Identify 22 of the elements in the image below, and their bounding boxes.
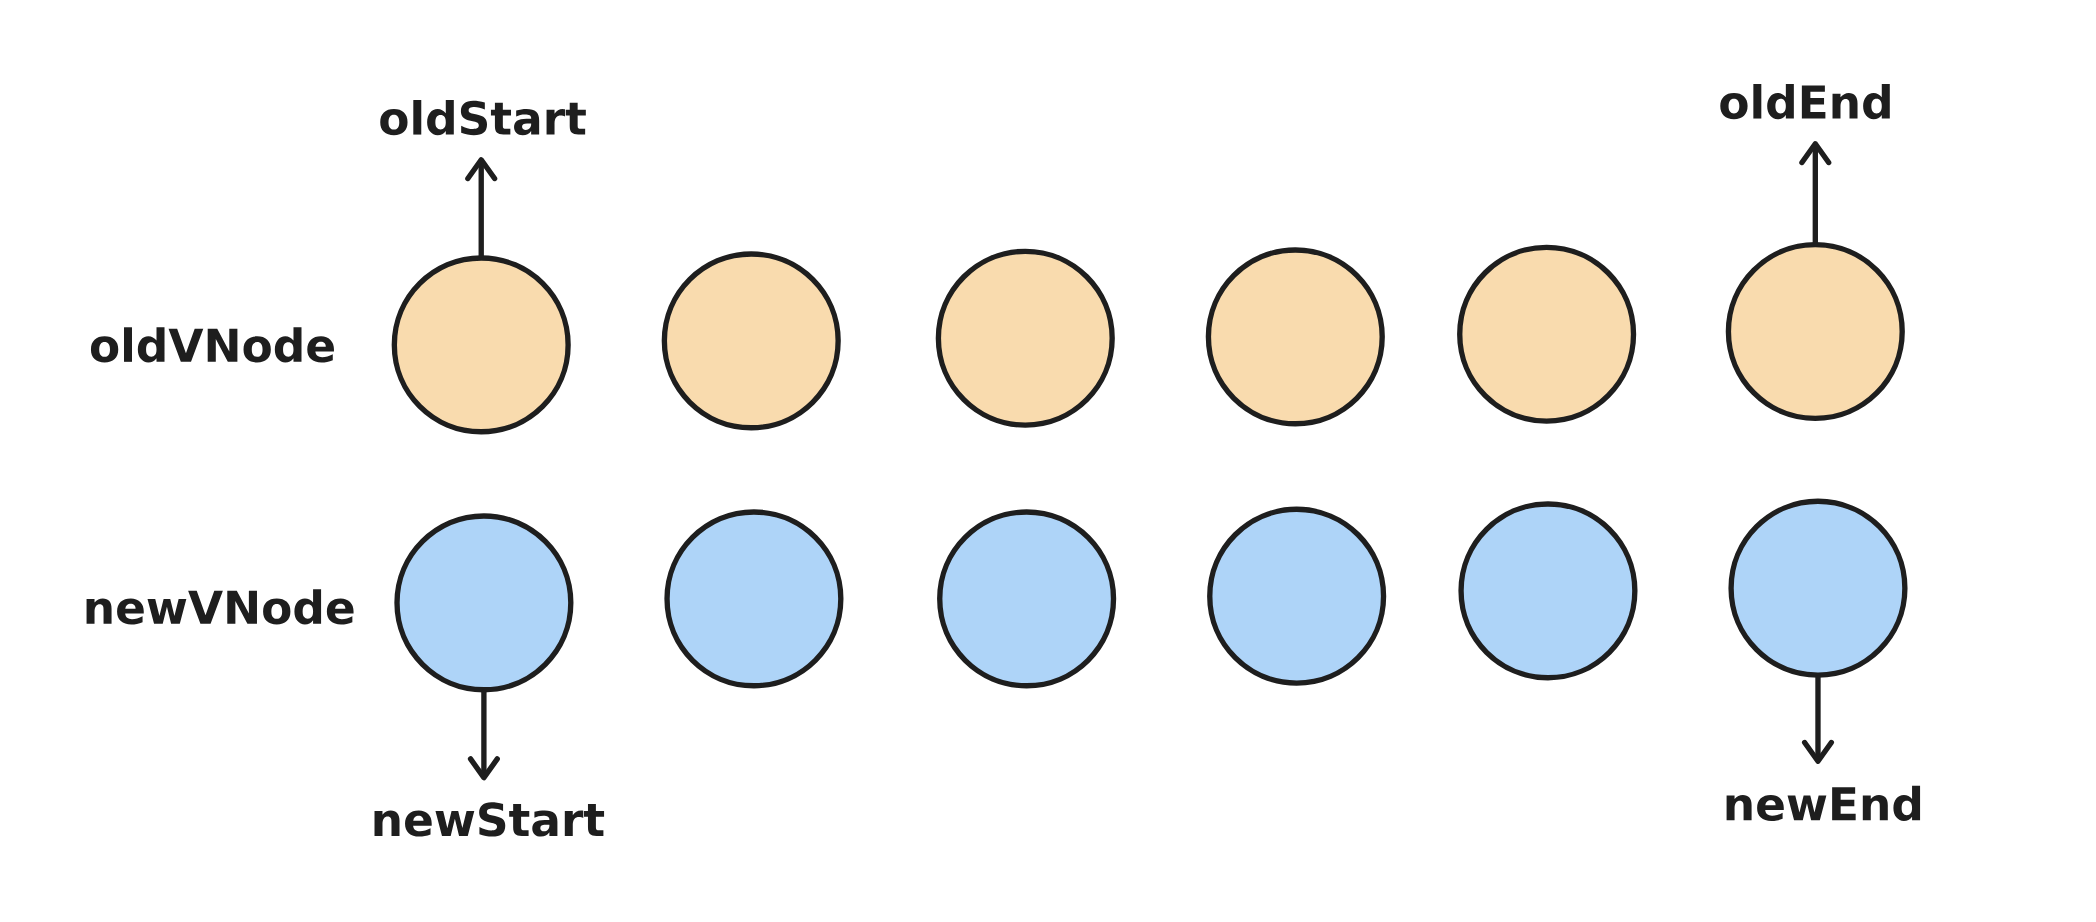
arrow [1799, 140, 1832, 245]
arrow [465, 156, 498, 258]
circle [391, 255, 571, 435]
row-label: newVNode [86, 589, 354, 625]
circle [1205, 247, 1385, 427]
circle [1457, 244, 1637, 424]
circle [1725, 241, 1905, 421]
circle [661, 251, 841, 431]
circle [935, 248, 1115, 428]
circle [937, 509, 1117, 689]
arrow [467, 689, 500, 781]
pointer-label: newEnd [1726, 785, 1921, 821]
circle [1207, 506, 1387, 686]
circle [1458, 501, 1638, 681]
pointer-label: newStart [374, 802, 605, 837]
circle [1728, 498, 1908, 678]
pointer-label: oldStart [380, 99, 586, 136]
pointer-label: oldEnd [1720, 83, 1890, 119]
row-label: oldVNode [90, 327, 334, 363]
arrow [1801, 674, 1835, 764]
circle [394, 513, 574, 693]
circle [664, 509, 844, 689]
